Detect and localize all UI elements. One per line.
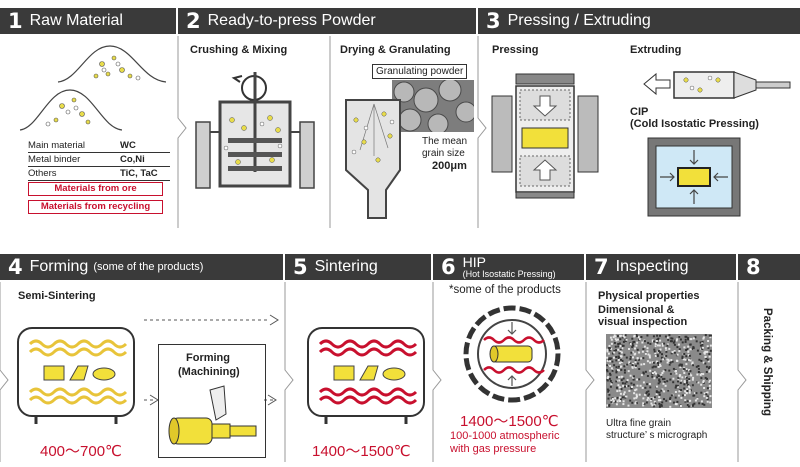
semi-sintering-furnace-illustration [17,327,135,424]
cip-vessel-illustration [647,137,741,217]
granulating-powder-micrograph [392,80,474,132]
step-3-header: 3 Pressing / Extruding [478,8,800,34]
sintering-temperature: 1400～1500℃ [312,443,411,460]
drying-granulating-label: Drying & Granulating [340,44,451,56]
micrograph-caption-2: structure’ s micrograph [606,430,708,441]
cip-label: CIP [630,106,649,118]
step-number: 4 [8,255,23,279]
grain-size-value: 200μm [432,160,467,172]
step-number: 3 [486,9,501,33]
step-title: Sintering [314,258,378,275]
granulating-powder-label: Granulating powder [372,64,468,79]
step-number: 6 [441,255,456,279]
hip-temperature: 1400～1500℃ [460,413,559,430]
step-number: 8 [746,255,761,279]
grain-size-label-2: grain size [422,148,465,159]
machining-label: (Machining) [178,366,240,378]
grain-size-label-1: The mean [422,136,468,147]
hip-note: *some of the products [449,284,561,296]
process-arrows [144,314,279,406]
powder-piles-illustration [19,45,167,131]
semi-sintering-label: Semi-Sintering [18,290,96,302]
visual-inspection-label: visual inspection [598,316,688,328]
crushing-mixing-label: Crushing & Mixing [190,44,288,56]
step-title: HIP [462,254,486,270]
machining-illustration [168,385,257,445]
press-die-illustration [491,73,599,199]
physical-properties-label: Physical properties [598,290,700,302]
step-title: Ready-to-press Powder [207,12,376,29]
hip-vessel-illustration [463,305,561,403]
hip-pressure-line-1: 100-1000 atmospheric [450,430,560,442]
spray-dryer-illustration [345,99,401,219]
step-number: 2 [186,9,201,33]
materials-from-recycling-label: Materials from recycling [28,200,163,214]
step-title: Raw Material [29,12,123,29]
sintering-furnace-illustration [307,327,425,424]
extruder-illustration [643,71,791,99]
step-title: Forming [29,258,89,275]
step-number: 7 [594,255,609,279]
step-subtitle: (Hot Isostatic Pressing) [462,269,556,279]
step-subtitle: (some of the products) [93,261,204,273]
forming-label: Forming [186,352,230,364]
micrograph-image [606,334,712,408]
pressing-label: Pressing [492,44,539,56]
forming-box [158,344,266,458]
packing-shipping-label: Packing & Shipping [761,308,773,416]
materials-from-ore-label: Materials from ore [28,182,163,196]
step-8-header: 8 [738,254,800,280]
forming-temperature: 400～700℃ [40,443,122,460]
step-4-header: 4 Forming (some of the products) [0,254,283,280]
step-1-header: 1 Raw Material [0,8,176,34]
step-number: 1 [8,9,23,33]
step-2-header: 2 Ready-to-press Powder [178,8,476,34]
cip-full-name: (Cold Isostatic Pressing) [630,118,759,130]
hip-pressure-line-2: with gas pressure [450,443,537,455]
step-title: Inspecting [615,258,689,275]
step-7-header: 7 Inspecting [586,254,736,280]
extruding-label: Extruding [630,44,682,56]
dimensional-label: Dimensional & [598,304,675,316]
mixing-tank-illustration [195,72,315,189]
step-5-header: 5 Sintering [285,254,431,280]
micrograph-caption-1: Ultra fine grain [606,418,672,429]
step-title: Pressing / Extruding [507,12,651,29]
step-number: 5 [293,255,308,279]
step-6-header: 6 HIP (Hot Isostatic Pressing) [433,254,584,280]
